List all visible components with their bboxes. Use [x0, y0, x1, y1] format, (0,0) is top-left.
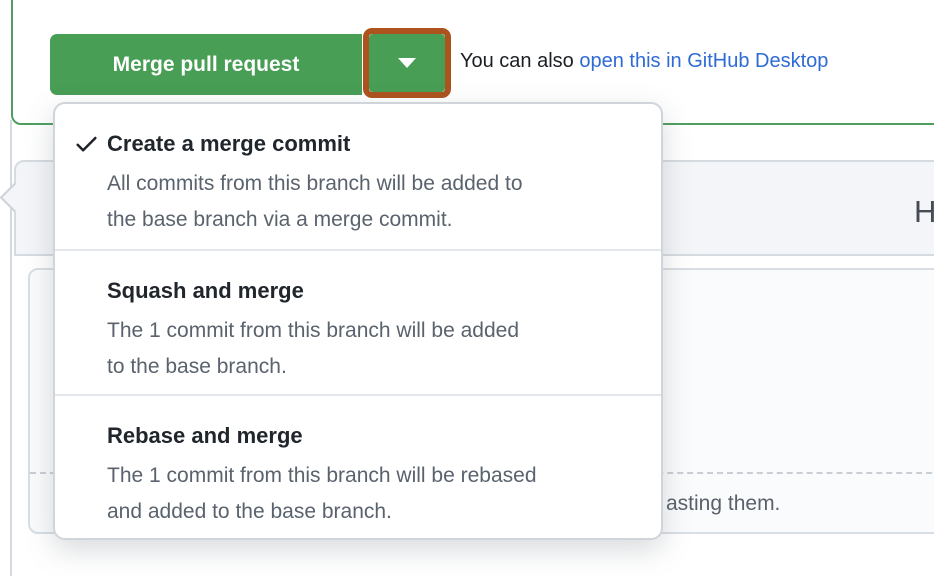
- timeline-line: [10, 120, 12, 576]
- menu-item-title: Rebase and merge: [107, 423, 303, 448]
- menu-item-title: Squash and merge: [107, 278, 304, 303]
- open-in-github-desktop-link[interactable]: open this in GitHub Desktop: [579, 50, 829, 72]
- menu-item-title: Create a merge commit: [107, 131, 351, 156]
- menu-item-description: The 1 commit from this branch will be re…: [107, 464, 537, 523]
- menu-item-squash-and-merge[interactable]: Squash and merge The 1 commit from this …: [55, 249, 661, 394]
- menu-item-description: All commits from this branch will be add…: [107, 172, 523, 231]
- heading-toolbar-icon[interactable]: H: [914, 194, 934, 229]
- menu-item-rebase-and-merge[interactable]: Rebase and merge The 1 commit from this …: [55, 394, 661, 539]
- attach-files-text: asting them.: [666, 492, 781, 515]
- merge-options-dropdown-toggle[interactable]: [369, 34, 445, 92]
- annotation-highlight-box: [363, 28, 451, 98]
- desktop-caption: You can also open this in GitHub Desktop: [460, 50, 828, 73]
- caption-prefix: You can also: [460, 50, 580, 72]
- merge-options-menu: Create a merge commit All commits from t…: [53, 102, 663, 540]
- menu-item-create-merge-commit[interactable]: Create a merge commit All commits from t…: [55, 104, 661, 249]
- menu-item-description: The 1 commit from this branch will be ad…: [107, 319, 520, 378]
- chevron-down-icon: [398, 58, 416, 68]
- check-icon: [76, 136, 97, 152]
- merge-pull-request-button[interactable]: Merge pull request: [50, 34, 362, 95]
